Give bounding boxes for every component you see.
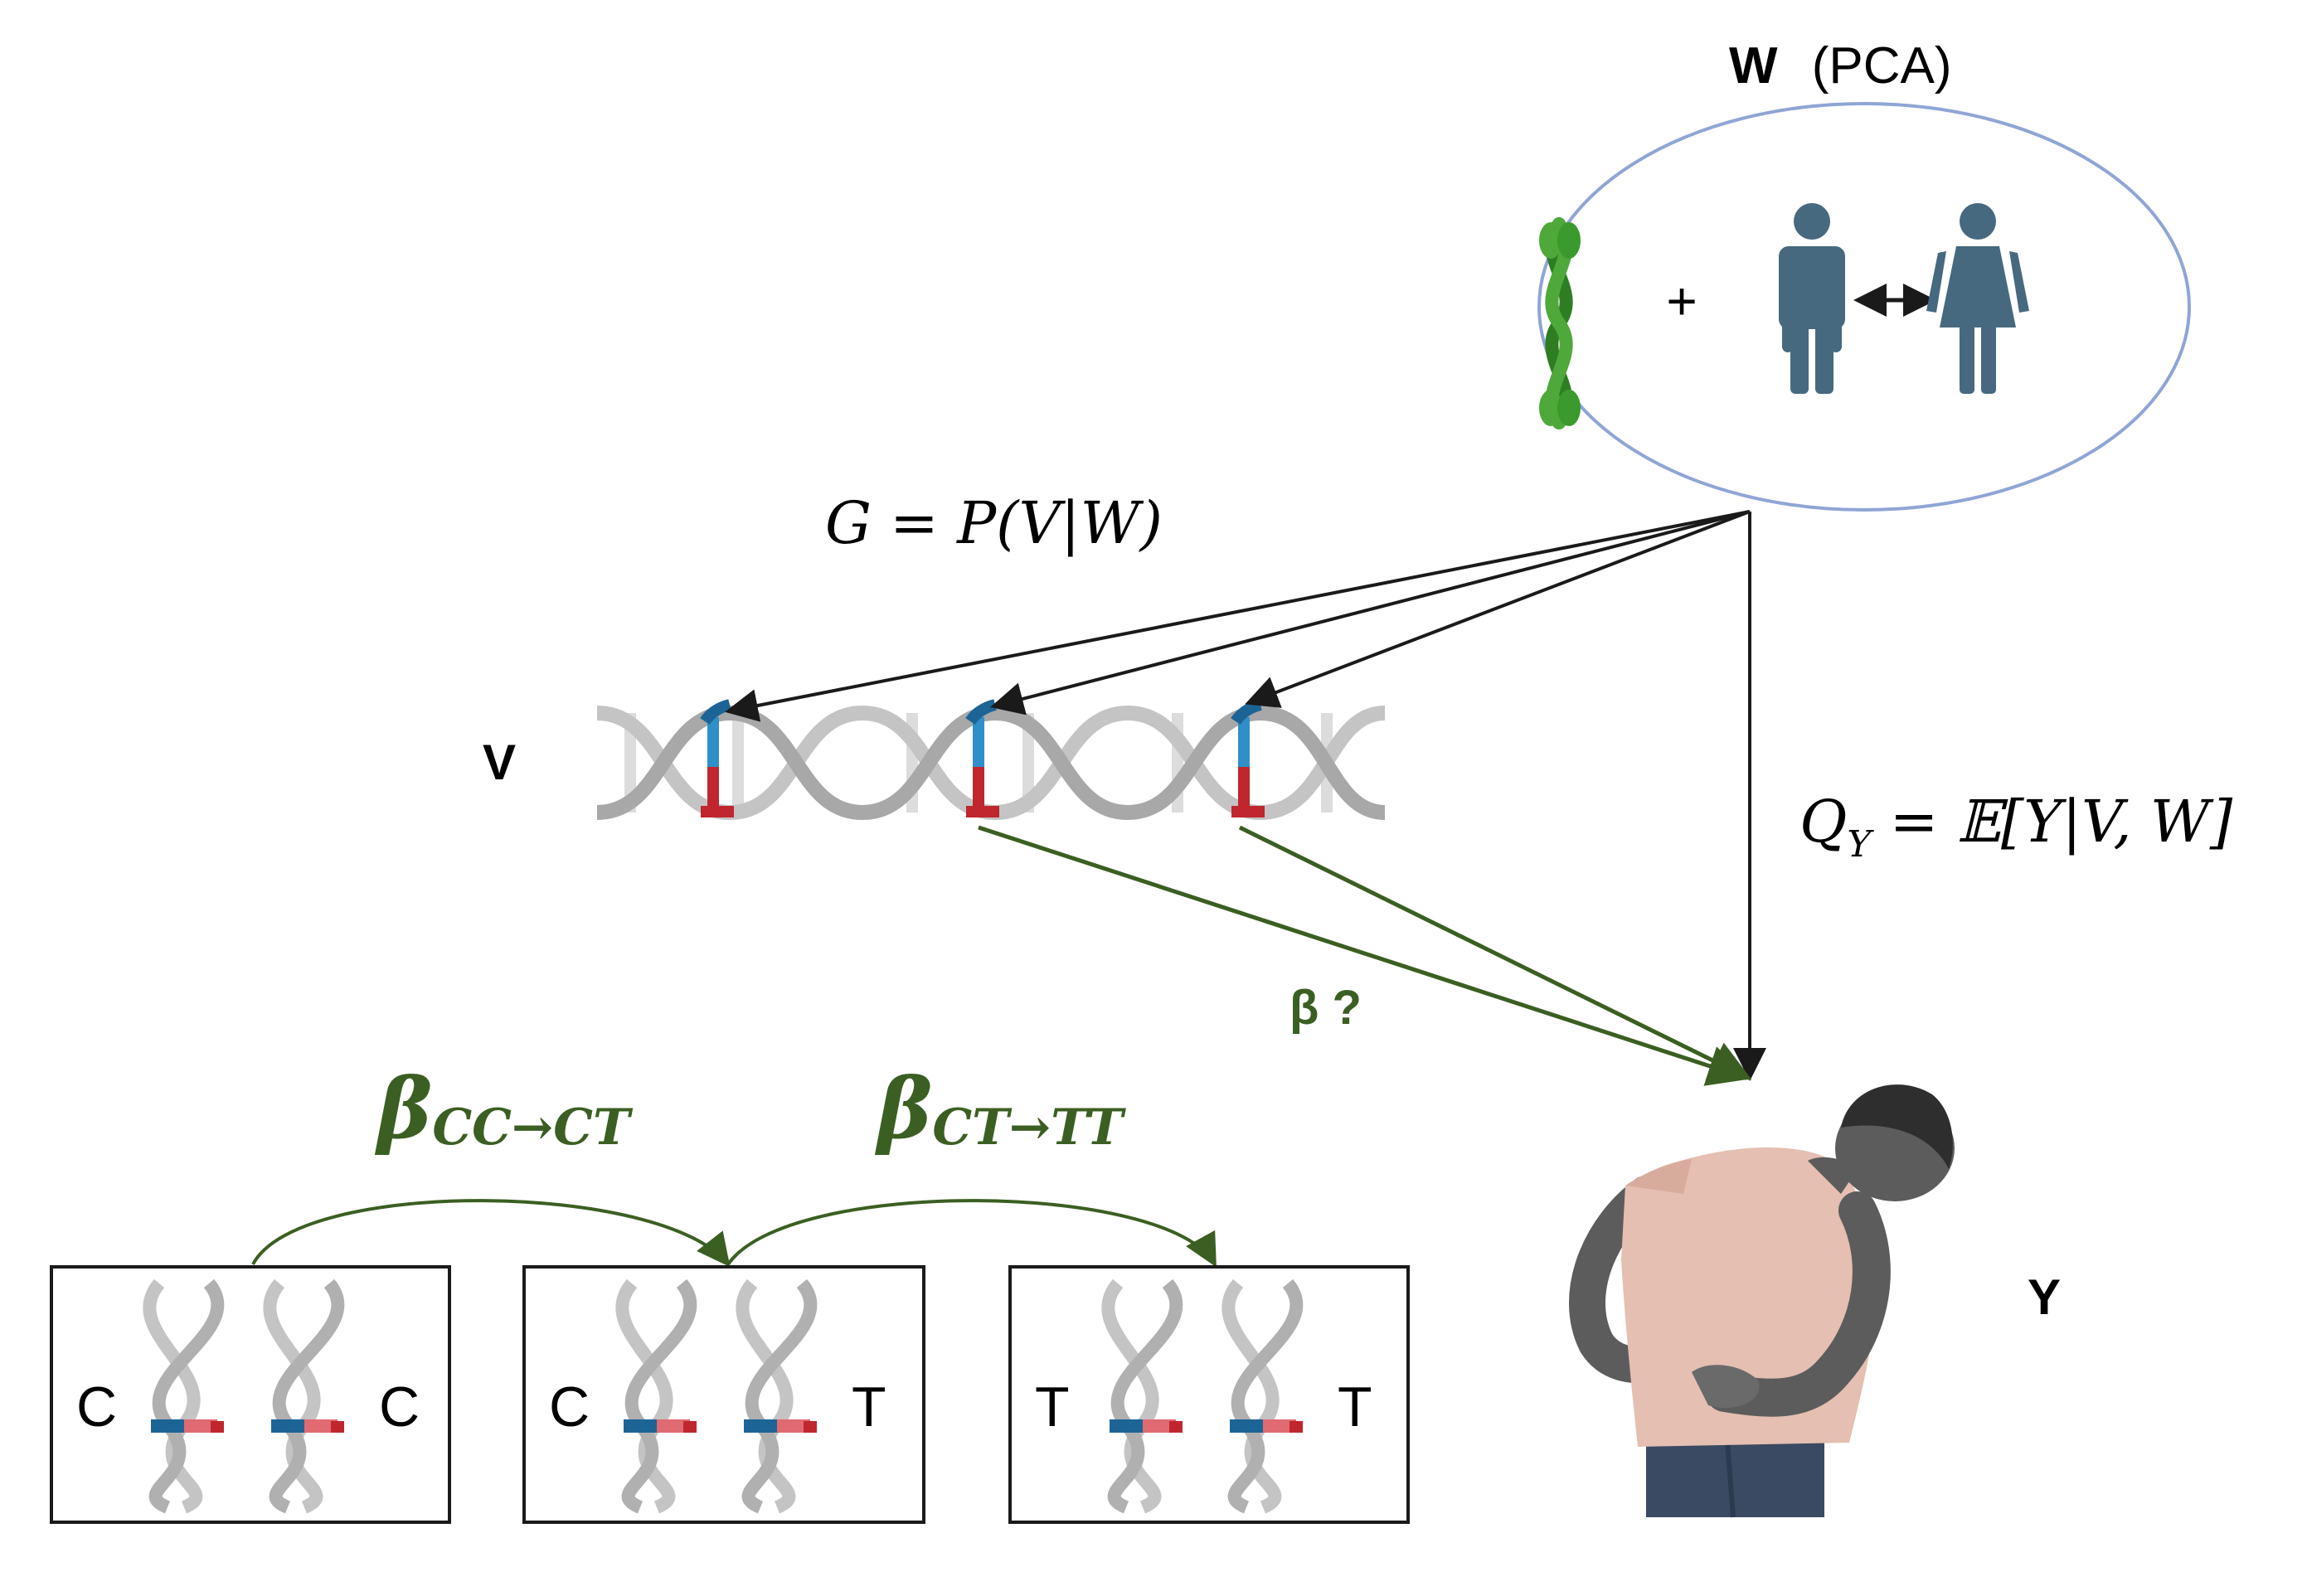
beta-transition-2: βCT→TT (874, 1060, 1127, 1157)
q-equation-sub: Y (1847, 823, 1874, 866)
q-equation-main: Q (1799, 788, 1847, 856)
plus-sign: + (1666, 271, 1697, 331)
w-node: W (PCA) + (1537, 37, 2191, 512)
transition-arrow-2 (726, 1199, 1217, 1268)
chromosome-icon (1539, 217, 1581, 429)
genotype-tt-left: T (1035, 1375, 1070, 1438)
genotype-cc-left: C (76, 1375, 117, 1438)
female-person-icon (1926, 203, 2029, 394)
w-to-v-arrow-1 (725, 510, 1751, 722)
genotype-box-tt: T T (1008, 1265, 1410, 1524)
v-to-y-arrows (978, 825, 1752, 1086)
genotype-ct-right: T (852, 1375, 886, 1438)
dna-helix-illustration (596, 699, 1386, 821)
beta-question-label: β ? (1289, 981, 1362, 1035)
beta-transition-1-symbol: β (374, 1060, 432, 1157)
genotype-cc-right: C (379, 1375, 420, 1438)
y-label: Y (2028, 1269, 2061, 1325)
transition-arrow-1 (251, 1199, 731, 1268)
beta-transition-2-symbol: β (874, 1060, 932, 1157)
genotype-ct-left: C (549, 1375, 590, 1438)
g-equation: G = P(V|W) (825, 489, 1163, 557)
w-title-suffix: (PCA) (1812, 37, 1952, 95)
beta-transition-1: βCC→CT (374, 1060, 634, 1157)
beta-transition-2-sub: CT→TT (932, 1099, 1126, 1157)
v-to-y-arrow-2 (1238, 825, 1752, 1080)
snp-allele-1 (700, 699, 734, 817)
w-to-v-arrow-3 (1245, 510, 1751, 708)
genotype-tt-right: T (1338, 1375, 1372, 1438)
w-title: W (PCA) (1729, 37, 1952, 95)
genotype-box-ct: C T (522, 1265, 925, 1524)
genotype-box-cc: C C (50, 1265, 451, 1524)
male-person-icon (1779, 203, 1845, 394)
beta-transition-1-sub: CC→CT (432, 1099, 634, 1157)
w-title-bold: W (1729, 37, 1778, 95)
w-to-v-arrows (725, 510, 1751, 722)
v-to-y-arrow-1 (978, 825, 1750, 1086)
v-label: V (483, 735, 516, 790)
patient-illustration (1569, 1084, 1955, 1518)
q-equation: QY = 𝔼[Y|V, W] (1799, 788, 2233, 866)
w-ellipse (1537, 102, 2191, 512)
q-equation-rest: = 𝔼[Y|V, W] (1871, 788, 2232, 856)
w-to-v-arrow-2 (990, 510, 1751, 716)
